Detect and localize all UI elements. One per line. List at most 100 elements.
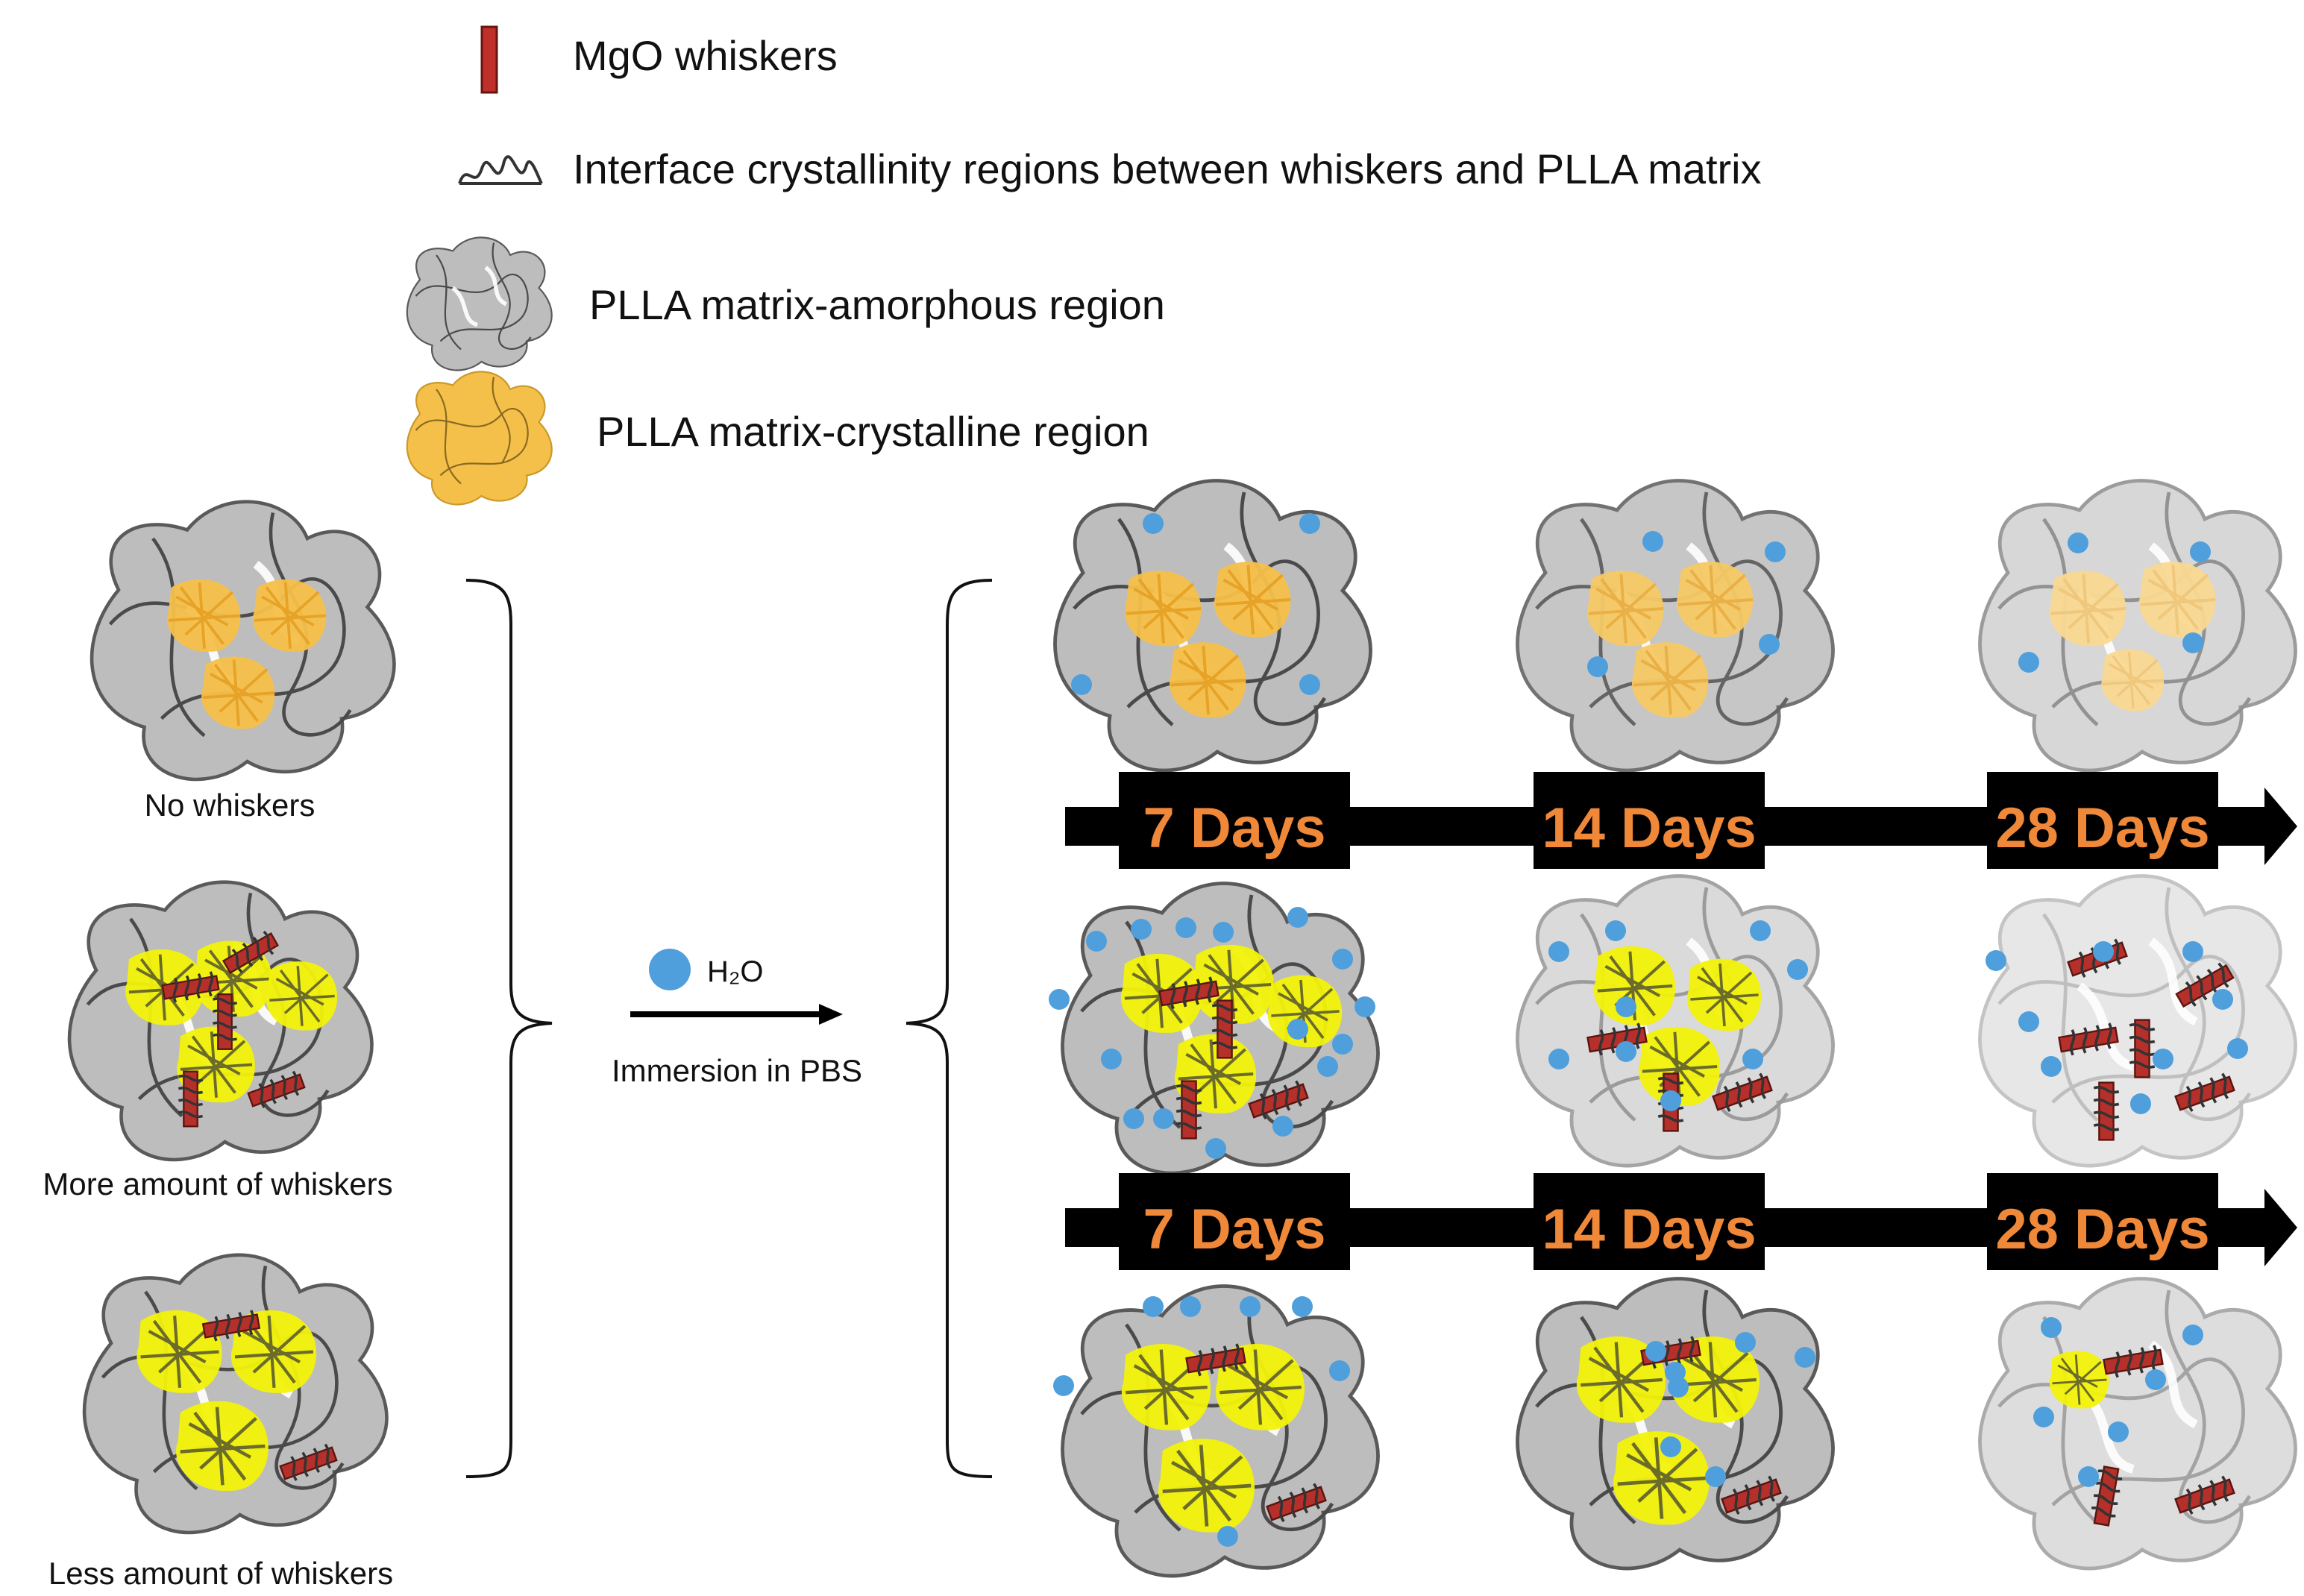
row-more-whiskers [1063, 876, 2296, 1173]
water-droplet-icon [2018, 652, 2039, 673]
water-droplets [1049, 513, 2248, 1547]
water-droplet-icon [2145, 1369, 2166, 1390]
water-droplet-icon [2041, 1317, 2062, 1338]
timeline-day-box [1534, 772, 1765, 869]
water-droplet-icon [1123, 1108, 1144, 1129]
less-whiskers-day28 [1980, 1279, 2296, 1568]
water-droplet-icon [1131, 919, 1152, 940]
water-droplet-icon [1071, 674, 1092, 695]
legend-crystalline-icon [406, 371, 553, 506]
sample-no-whiskers-matrix [92, 502, 394, 779]
immersion-label: Immersion in PBS [612, 1053, 862, 1088]
water-droplet-icon [1548, 941, 1569, 962]
water-droplet-icon [2078, 1466, 2099, 1487]
water-droplet-icon [1143, 1296, 1164, 1317]
right-brace [905, 579, 993, 1478]
water-droplet-icon [1735, 1332, 1756, 1353]
water-droplet-icon [1049, 989, 1070, 1010]
water-droplet-icon [2093, 941, 2114, 962]
sample-no-whiskers: No whiskers [92, 502, 394, 823]
water-droplet-icon [1642, 531, 1663, 552]
water-droplet-icon [1143, 513, 1164, 534]
timeline-day-box [1119, 1173, 1350, 1270]
water-droplet-icon [1332, 1034, 1353, 1055]
water-droplet-icon [1742, 1049, 1763, 1069]
water-droplet-icon [2190, 541, 2211, 562]
water-droplet-icon [1287, 907, 1308, 928]
timeline-day-box [1534, 1173, 1765, 1270]
water-droplet-icon [2182, 1325, 2203, 1345]
sample-more-whiskers-label: More amount of whiskers [43, 1166, 392, 1201]
water-droplet-icon [2130, 1093, 2151, 1114]
water-droplet-icon [1616, 996, 1636, 1017]
legend-interface-icon [458, 155, 543, 185]
water-droplet-icon [1153, 1108, 1174, 1129]
water-droplet-icon [1645, 1341, 1666, 1362]
water-droplet-icon [2041, 1056, 2062, 1077]
water-droplet-icon [2018, 1011, 2039, 1032]
left-brace [465, 579, 553, 1478]
water-droplet-icon [1240, 1296, 1261, 1317]
water-droplet-icon [1317, 1056, 1338, 1077]
water-droplet-icon [1616, 1041, 1636, 1062]
timeline-arrow-2: 7 Days 14 Days 28 Days [1065, 1173, 2297, 1270]
water-droplet-icon [2033, 1407, 2054, 1427]
timeline-day-label: 14 Days [1542, 1198, 1756, 1261]
water-droplet-icon [1299, 674, 1320, 695]
sample-less-whiskers-matrix [84, 1255, 386, 1533]
water-droplet-icon [2227, 1038, 2248, 1059]
water-droplet-icon [1175, 917, 1196, 938]
no-whiskers-day7 [1055, 481, 1371, 770]
timeline-day-label: 7 Days [1143, 797, 1325, 860]
water-droplet-icon [1787, 959, 1808, 980]
water-droplet-icon [1605, 920, 1626, 941]
water-droplet-icon [1750, 920, 1771, 941]
water-droplet-icon [1332, 949, 1353, 970]
water-droplet-icon [1287, 1019, 1308, 1040]
legend-amorphous-icon [407, 237, 552, 370]
legend: MgO whiskers Interface crystallinity reg… [406, 25, 1762, 506]
water-droplet-icon [2182, 941, 2203, 962]
water-molecule-icon [649, 949, 691, 990]
water-droplet-icon [1053, 1375, 1074, 1396]
row-no-whiskers [1055, 481, 2296, 770]
more-whiskers-day14 [1518, 876, 1833, 1166]
sample-no-whiskers-label: No whiskers [145, 788, 316, 823]
timeline-day-box [1987, 772, 2218, 869]
water-droplet-icon [1765, 541, 1786, 562]
water-droplet-icon [2068, 532, 2088, 553]
water-droplet-icon [1217, 1526, 1238, 1547]
water-droplet-icon [1548, 1049, 1569, 1069]
water-droplet-icon [1795, 1347, 1815, 1368]
water-droplet-icon [1329, 1360, 1350, 1381]
water-droplet-icon [1180, 1296, 1201, 1317]
timeline-day-label: 28 Days [1995, 1198, 2209, 1261]
timeline-day-label: 28 Days [1995, 797, 2209, 860]
water-droplet-icon [1355, 996, 1375, 1017]
water-droplet-icon [2108, 1421, 2129, 1442]
water-droplet-icon [1668, 1377, 1689, 1398]
sample-less-whiskers: Less amount of whiskers [48, 1255, 393, 1591]
water-droplet-icon [1759, 634, 1780, 655]
legend-whisker-label: MgO whiskers [573, 32, 838, 79]
water-droplet-icon [1587, 656, 1608, 677]
legend-amorphous-label: PLLA matrix-amorphous region [589, 281, 1165, 328]
water-droplet-icon [1705, 1466, 1726, 1487]
water-label: H₂O [707, 955, 764, 988]
water-droplet-icon [1272, 1116, 1293, 1137]
no-whiskers-day14 [1518, 481, 1833, 770]
sample-more-whiskers-matrix [69, 882, 371, 1160]
timeline-day-label: 7 Days [1143, 1198, 1325, 1261]
water-droplet-icon [1205, 1138, 1226, 1159]
legend-crystalline-label: PLLA matrix-crystalline region [597, 408, 1149, 455]
immersion-step: H₂O Immersion in PBS [612, 949, 862, 1088]
water-droplet-icon [2182, 632, 2203, 653]
water-droplet-icon [2153, 1049, 2173, 1069]
water-droplet-icon [1986, 950, 2006, 971]
timeline-day-box [1119, 772, 1350, 869]
timeline-day-box [1987, 1173, 2218, 1270]
timeline-arrowhead [2264, 1189, 2297, 1266]
no-whiskers-day28 [1980, 481, 2296, 770]
